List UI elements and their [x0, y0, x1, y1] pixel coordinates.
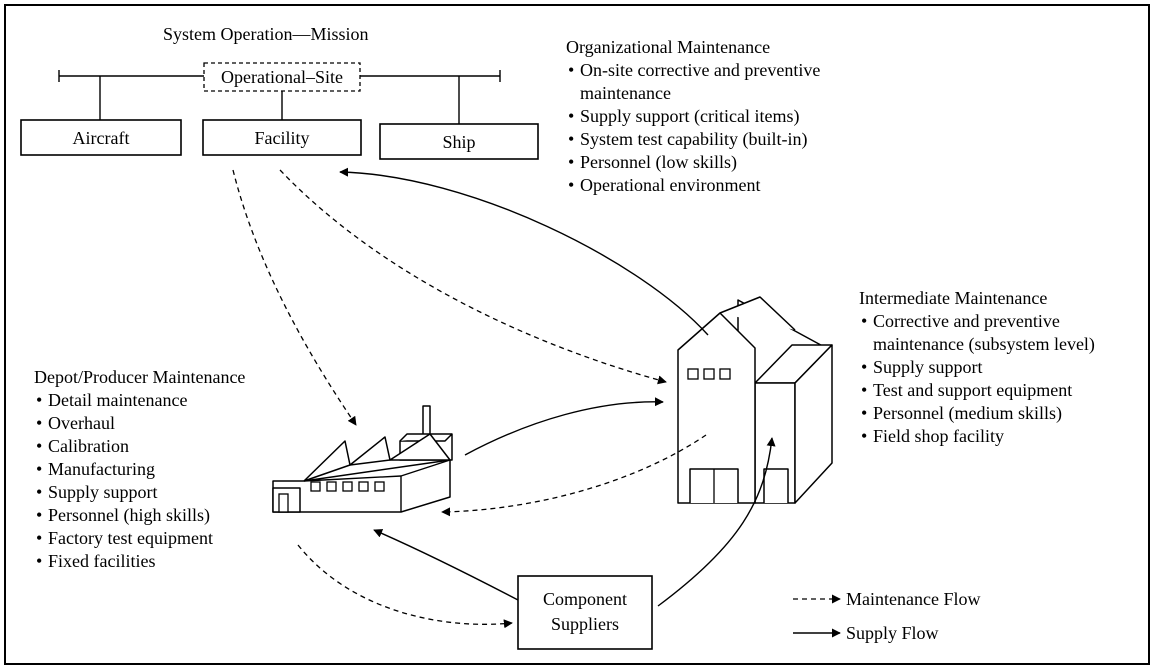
depot-item-0: Detail maintenance	[48, 390, 187, 410]
depot-title: Depot/Producer Maintenance	[34, 367, 245, 387]
organizational-item-0-line-1: maintenance	[580, 83, 671, 103]
ship-box	[379, 123, 539, 160]
depot-item-3: Manufacturing	[48, 459, 155, 479]
intermediate-item-1: Supply support	[873, 357, 983, 377]
depot-bullet-glyph: •	[36, 551, 42, 571]
intermediate-title: Intermediate Maintenance	[859, 288, 1047, 308]
component-suppliers-line1: Component	[543, 589, 627, 609]
depot-bullet-glyph: •	[36, 459, 42, 479]
intermediate-maintenance-list: Intermediate Maintenance • Corrective and …	[859, 288, 1095, 446]
intermediate-bullet-glyph: •	[861, 426, 867, 446]
supply-flow-intermediate-to-facility	[339, 167, 709, 336]
aircraft-label: Aircraft	[73, 128, 130, 148]
depot-bullet-glyph: •	[36, 482, 42, 502]
organizational-item-0-line-0: On-site corrective and preventive	[580, 60, 820, 80]
intermediate-item-3: Personnel (medium skills)	[873, 403, 1062, 424]
intermediate-item-0-line-0: Corrective and preventive	[873, 311, 1060, 331]
organizational-maintenance-list: Organizational Maintenance • On-site corre…	[566, 37, 820, 195]
legend-maintenance-flow-label: Maintenance Flow	[846, 589, 980, 609]
legend: Maintenance Flow Supply Flow	[793, 589, 980, 643]
maintenance-flow-depot-to-suppliers	[297, 544, 513, 629]
depot-item-4: Supply support	[48, 482, 158, 502]
supply-flow-depot-to-intermediate	[464, 397, 664, 456]
depot-item-6: Factory test equipment	[48, 528, 213, 548]
supply-flow-suppliers-to-intermediate	[657, 437, 776, 607]
maintenance-flow-intermediate-to-depot	[441, 434, 707, 517]
legend-supply-flow-label: Supply Flow	[846, 623, 939, 643]
intermediate-item-4: Field shop facility	[873, 426, 1004, 446]
aircraft-box	[20, 119, 182, 156]
supply-flow-suppliers-to-depot	[373, 529, 519, 601]
intermediate-bullet-glyph: •	[861, 311, 867, 331]
intermediate-bullet-glyph: •	[861, 403, 867, 423]
organizational-item-4: Operational environment	[580, 175, 760, 195]
organizational-bullet-glyph: •	[568, 175, 574, 195]
facility-box	[202, 119, 362, 156]
depot-factory-building	[272, 405, 453, 513]
organizational-bullet-glyph: •	[568, 60, 574, 80]
mission-title: System Operation—Mission	[163, 24, 369, 44]
organizational-item-2: System test capability (built-in)	[580, 129, 807, 150]
depot-item-5: Personnel (high skills)	[48, 505, 210, 526]
organizational-bullet-glyph: •	[568, 106, 574, 126]
depot-bullet-glyph: •	[36, 413, 42, 433]
depot-item-7: Fixed facilities	[48, 551, 155, 571]
operational-site-box	[203, 62, 361, 92]
depot-item-1: Overhaul	[48, 413, 115, 433]
intermediate-shop-building	[677, 296, 833, 504]
organizational-bullet-glyph: •	[568, 129, 574, 149]
depot-maintenance-list: Depot/Producer Maintenance • Detail mainte…	[34, 367, 245, 571]
organizational-item-3: Personnel (low skills)	[580, 152, 737, 173]
facility-label: Facility	[255, 128, 310, 148]
depot-bullet-glyph: •	[36, 528, 42, 548]
depot-bullet-glyph: •	[36, 390, 42, 410]
component-suppliers-line2: Suppliers	[551, 614, 619, 634]
intermediate-item-2: Test and support equipment	[873, 380, 1072, 400]
maintenance-flow-facility-to-intermediate	[279, 169, 667, 385]
depot-bullet-glyph: •	[36, 505, 42, 525]
component-suppliers-box	[517, 575, 653, 650]
operational-site-label: Operational–Site	[221, 67, 343, 87]
organizational-bullet-glyph: •	[568, 152, 574, 172]
depot-bullet-glyph: •	[36, 436, 42, 456]
ship-label: Ship	[442, 132, 475, 152]
intermediate-item-0-line-1: maintenance (subsystem level)	[873, 334, 1095, 355]
maintenance-flow-facility-to-depot	[232, 169, 357, 426]
diagram-frame	[4, 4, 1150, 665]
intermediate-bullet-glyph: •	[861, 357, 867, 377]
organizational-title: Organizational Maintenance	[566, 37, 770, 57]
organizational-item-1: Supply support (critical items)	[580, 106, 799, 127]
depot-item-2: Calibration	[48, 436, 129, 456]
intermediate-bullet-glyph: •	[861, 380, 867, 400]
